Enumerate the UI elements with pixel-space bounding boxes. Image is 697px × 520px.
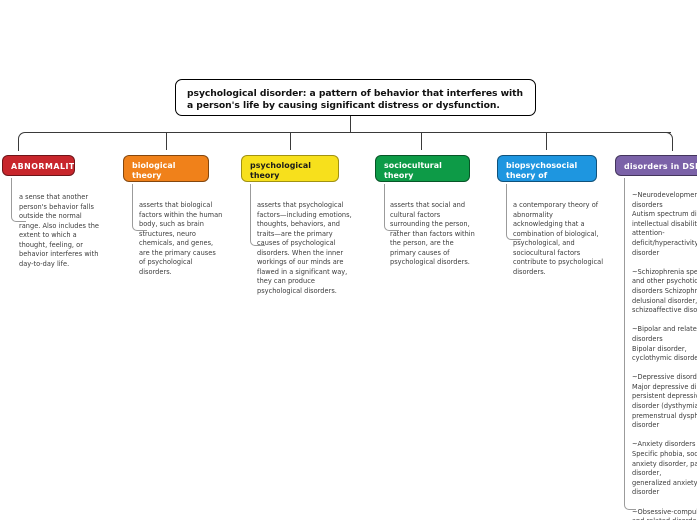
bracket-sociocultural-theory (384, 184, 396, 231)
node-disorders-in-dsm-5[interactable]: disorders in DSM-5 (615, 155, 697, 176)
bracket-tail-abnormality (22, 221, 26, 223)
body-psychological-theory: asserts that psychological factors—inclu… (257, 201, 352, 295)
bracket-psychological-theory (250, 184, 262, 246)
bracket-biological-theory (132, 184, 144, 231)
node-biological-theory[interactable]: biological theory of abnormality (123, 155, 209, 182)
bracket-abnormality (11, 178, 23, 222)
body-sociocultural-theory: asserts that social and cultural factors… (390, 201, 475, 267)
body-abnormality: a sense that another person's behavior f… (19, 193, 99, 268)
body-biopsychosocial-theory: a contemporary theory of abnormality ack… (513, 201, 604, 276)
list-disorders-in-dsm-5: ~Neurodevelopmental disorders Autism spe… (632, 191, 697, 520)
bracket-tail-biological-theory (143, 230, 147, 232)
bracket-tail-sociocultural-theory (395, 230, 399, 232)
node-biopsychosocial-theory[interactable]: biopsychosocial theory of abnormality (497, 155, 597, 182)
connector-drop-2 (166, 133, 168, 150)
connector-drop-5 (546, 133, 548, 150)
connector-corner-left (18, 132, 81, 151)
connector-drop-4 (421, 133, 423, 150)
connector-drop-3 (290, 133, 292, 150)
connector-bus (79, 132, 671, 134)
root-stem-connector (350, 116, 352, 133)
node-psychological-theory[interactable]: psychological theory of abnormality (241, 155, 339, 182)
root-node-text: psychological disorder: a pattern of beh… (187, 88, 523, 112)
node-abnormality[interactable]: ABNORMALITY (2, 155, 75, 176)
bracket-biopsychosocial-theory (506, 184, 518, 240)
bracket-disorders-in-dsm-5 (624, 178, 636, 510)
bracket-tail-biopsychosocial-theory (517, 239, 521, 241)
body-biological-theory: asserts that biological factors within t… (139, 201, 223, 276)
node-sociocultural-theory[interactable]: sociocultural theory of abnormality (375, 155, 470, 182)
connector-corner-right (648, 132, 673, 151)
root-node[interactable]: psychological disorder: a pattern of beh… (175, 79, 536, 116)
bracket-tail-psychological-theory (261, 245, 265, 247)
